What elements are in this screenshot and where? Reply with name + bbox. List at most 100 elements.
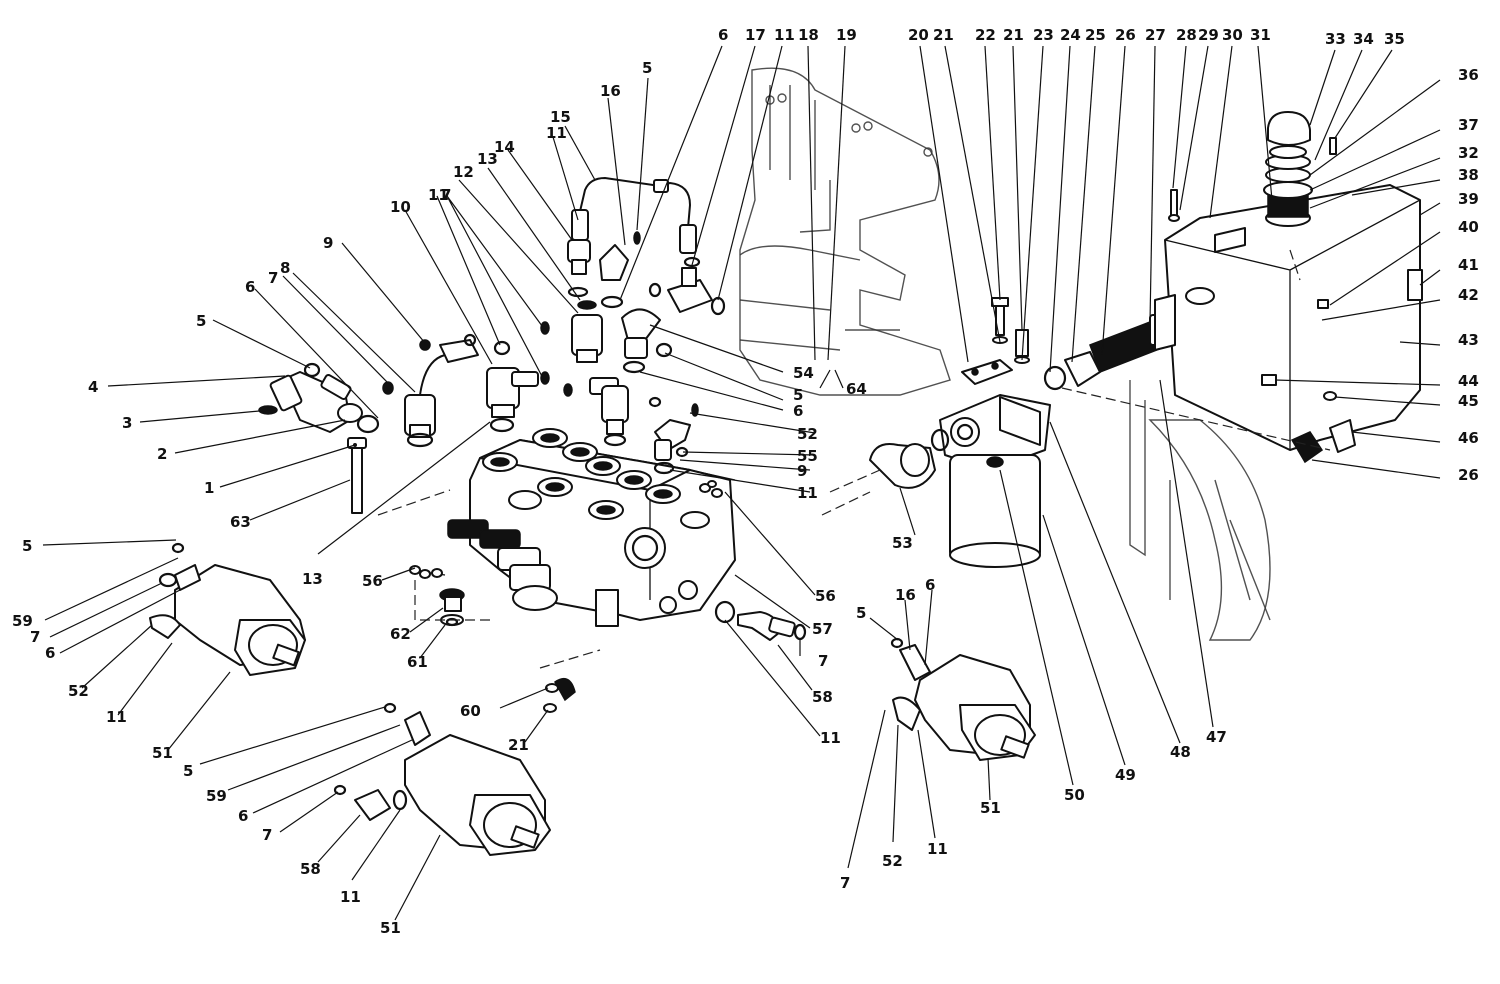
elbow-fitting-58-right [714,600,807,641]
part-label: 61 [407,653,428,671]
part-label: 21 [1003,26,1024,44]
part-label: 14 [494,138,515,156]
part-label: 11 [546,124,567,142]
valve-top-ports [482,428,710,529]
part-label: 41 [1458,256,1479,274]
part-label: 12 [453,163,474,181]
fitting-60 [543,677,576,713]
part-label: 50 [1064,786,1085,804]
part-label: 60 [460,702,481,720]
part-label: 36 [1458,66,1479,84]
part-label: 48 [1170,743,1191,761]
part-label: 5 [196,312,206,330]
part-label: 52 [797,425,818,443]
part-label: 31 [1250,26,1271,44]
part-label: 13 [302,570,323,588]
part-label: 3 [122,414,132,432]
part-label: 5 [642,59,652,77]
leader-lines [42,45,1441,921]
part-label: 30 [1222,26,1243,44]
hydraulic-pump-right [890,637,1036,761]
part-label: 56 [815,587,836,605]
bolt-63 [347,437,367,514]
part-label: 6 [245,278,255,296]
part-label: 11 [340,888,361,906]
valve-spool-ends [447,519,698,627]
part-label: 22 [975,26,996,44]
part-label: 44 [1458,372,1479,390]
part-label: 15 [550,108,571,126]
left-elbow-fitting-assembly [258,362,380,434]
part-label: 23 [1033,26,1054,44]
part-label: 7 [818,652,828,670]
elbow-fitting-52-upper [648,396,699,475]
part-label: 28 [1176,26,1197,44]
control-valve-body [447,428,736,627]
part-label: 58 [812,688,833,706]
part-label: 39 [1458,190,1479,208]
assembly-dashed-lines [377,249,1331,669]
part-label: 64 [846,380,867,398]
part-label: 62 [390,625,411,643]
part-label: 54 [793,364,814,382]
part-label: 9 [797,462,807,480]
tank-ghost-outline [1129,380,1271,641]
hydraulic-pump-middle [333,702,551,856]
part-label: 46 [1458,429,1479,447]
part-label: 52 [882,852,903,870]
part-label: 16 [600,82,621,100]
part-label: 35 [1384,30,1405,48]
part-label: 17 [745,26,766,44]
part-label: 6 [793,402,803,420]
part-label: 58 [300,860,321,878]
part-label: 18 [798,26,819,44]
part-label: 26 [1458,466,1479,484]
part-label: 10 [390,198,411,216]
part-label: 11 [774,26,795,44]
part-label: 6 [238,807,248,825]
link-56-left [409,565,446,579]
part-label: 6 [718,26,728,44]
part-label: 7 [840,874,850,892]
part-label: 63 [230,513,251,531]
part-label: 51 [152,744,173,762]
part-label: 11 [927,840,948,858]
part-label: 19 [836,26,857,44]
part-label: 49 [1115,766,1136,784]
part-label: 52 [68,682,89,700]
part-number-labels: 1 2 3 4 5 6 7 8 9 10 11 7 12 13 14 11 15… [12,26,1479,937]
part-label: 7 [268,269,278,287]
part-label: 51 [980,799,1001,817]
part-label: 6 [925,576,935,594]
part-label: 47 [1206,728,1227,746]
part-label: 7 [262,826,272,844]
tee-fitting-17 [648,256,726,316]
elbow-fitting-6 [621,308,673,374]
part-label: 16 [895,586,916,604]
mount-plate-bolts [961,297,1030,385]
part-label: 32 [1458,144,1479,162]
part-label: 5 [856,604,866,622]
part-label: 24 [1060,26,1081,44]
part-label: 42 [1458,286,1479,304]
part-label: 4 [88,378,98,396]
part-label: 53 [892,534,913,552]
part-label: 26 [1115,26,1136,44]
part-label: 56 [362,572,383,590]
part-label: 27 [1145,26,1166,44]
part-label: 21 [933,26,954,44]
part-label: 11 [820,729,841,747]
part-label: 7 [30,628,40,646]
part-label: 5 [22,537,32,555]
part-label: 40 [1458,218,1479,236]
part-label: 9 [323,234,333,252]
valve-port-fitting-10 [486,340,550,433]
part-label: 59 [206,787,227,805]
oil-filter-assembly [869,394,1051,568]
part-label: 6 [45,644,55,662]
part-label: 11 [428,186,449,204]
hydraulic-reservoir-tank [1154,111,1423,464]
part-label: 38 [1458,166,1479,184]
frame-bracket-ghost [739,67,951,396]
